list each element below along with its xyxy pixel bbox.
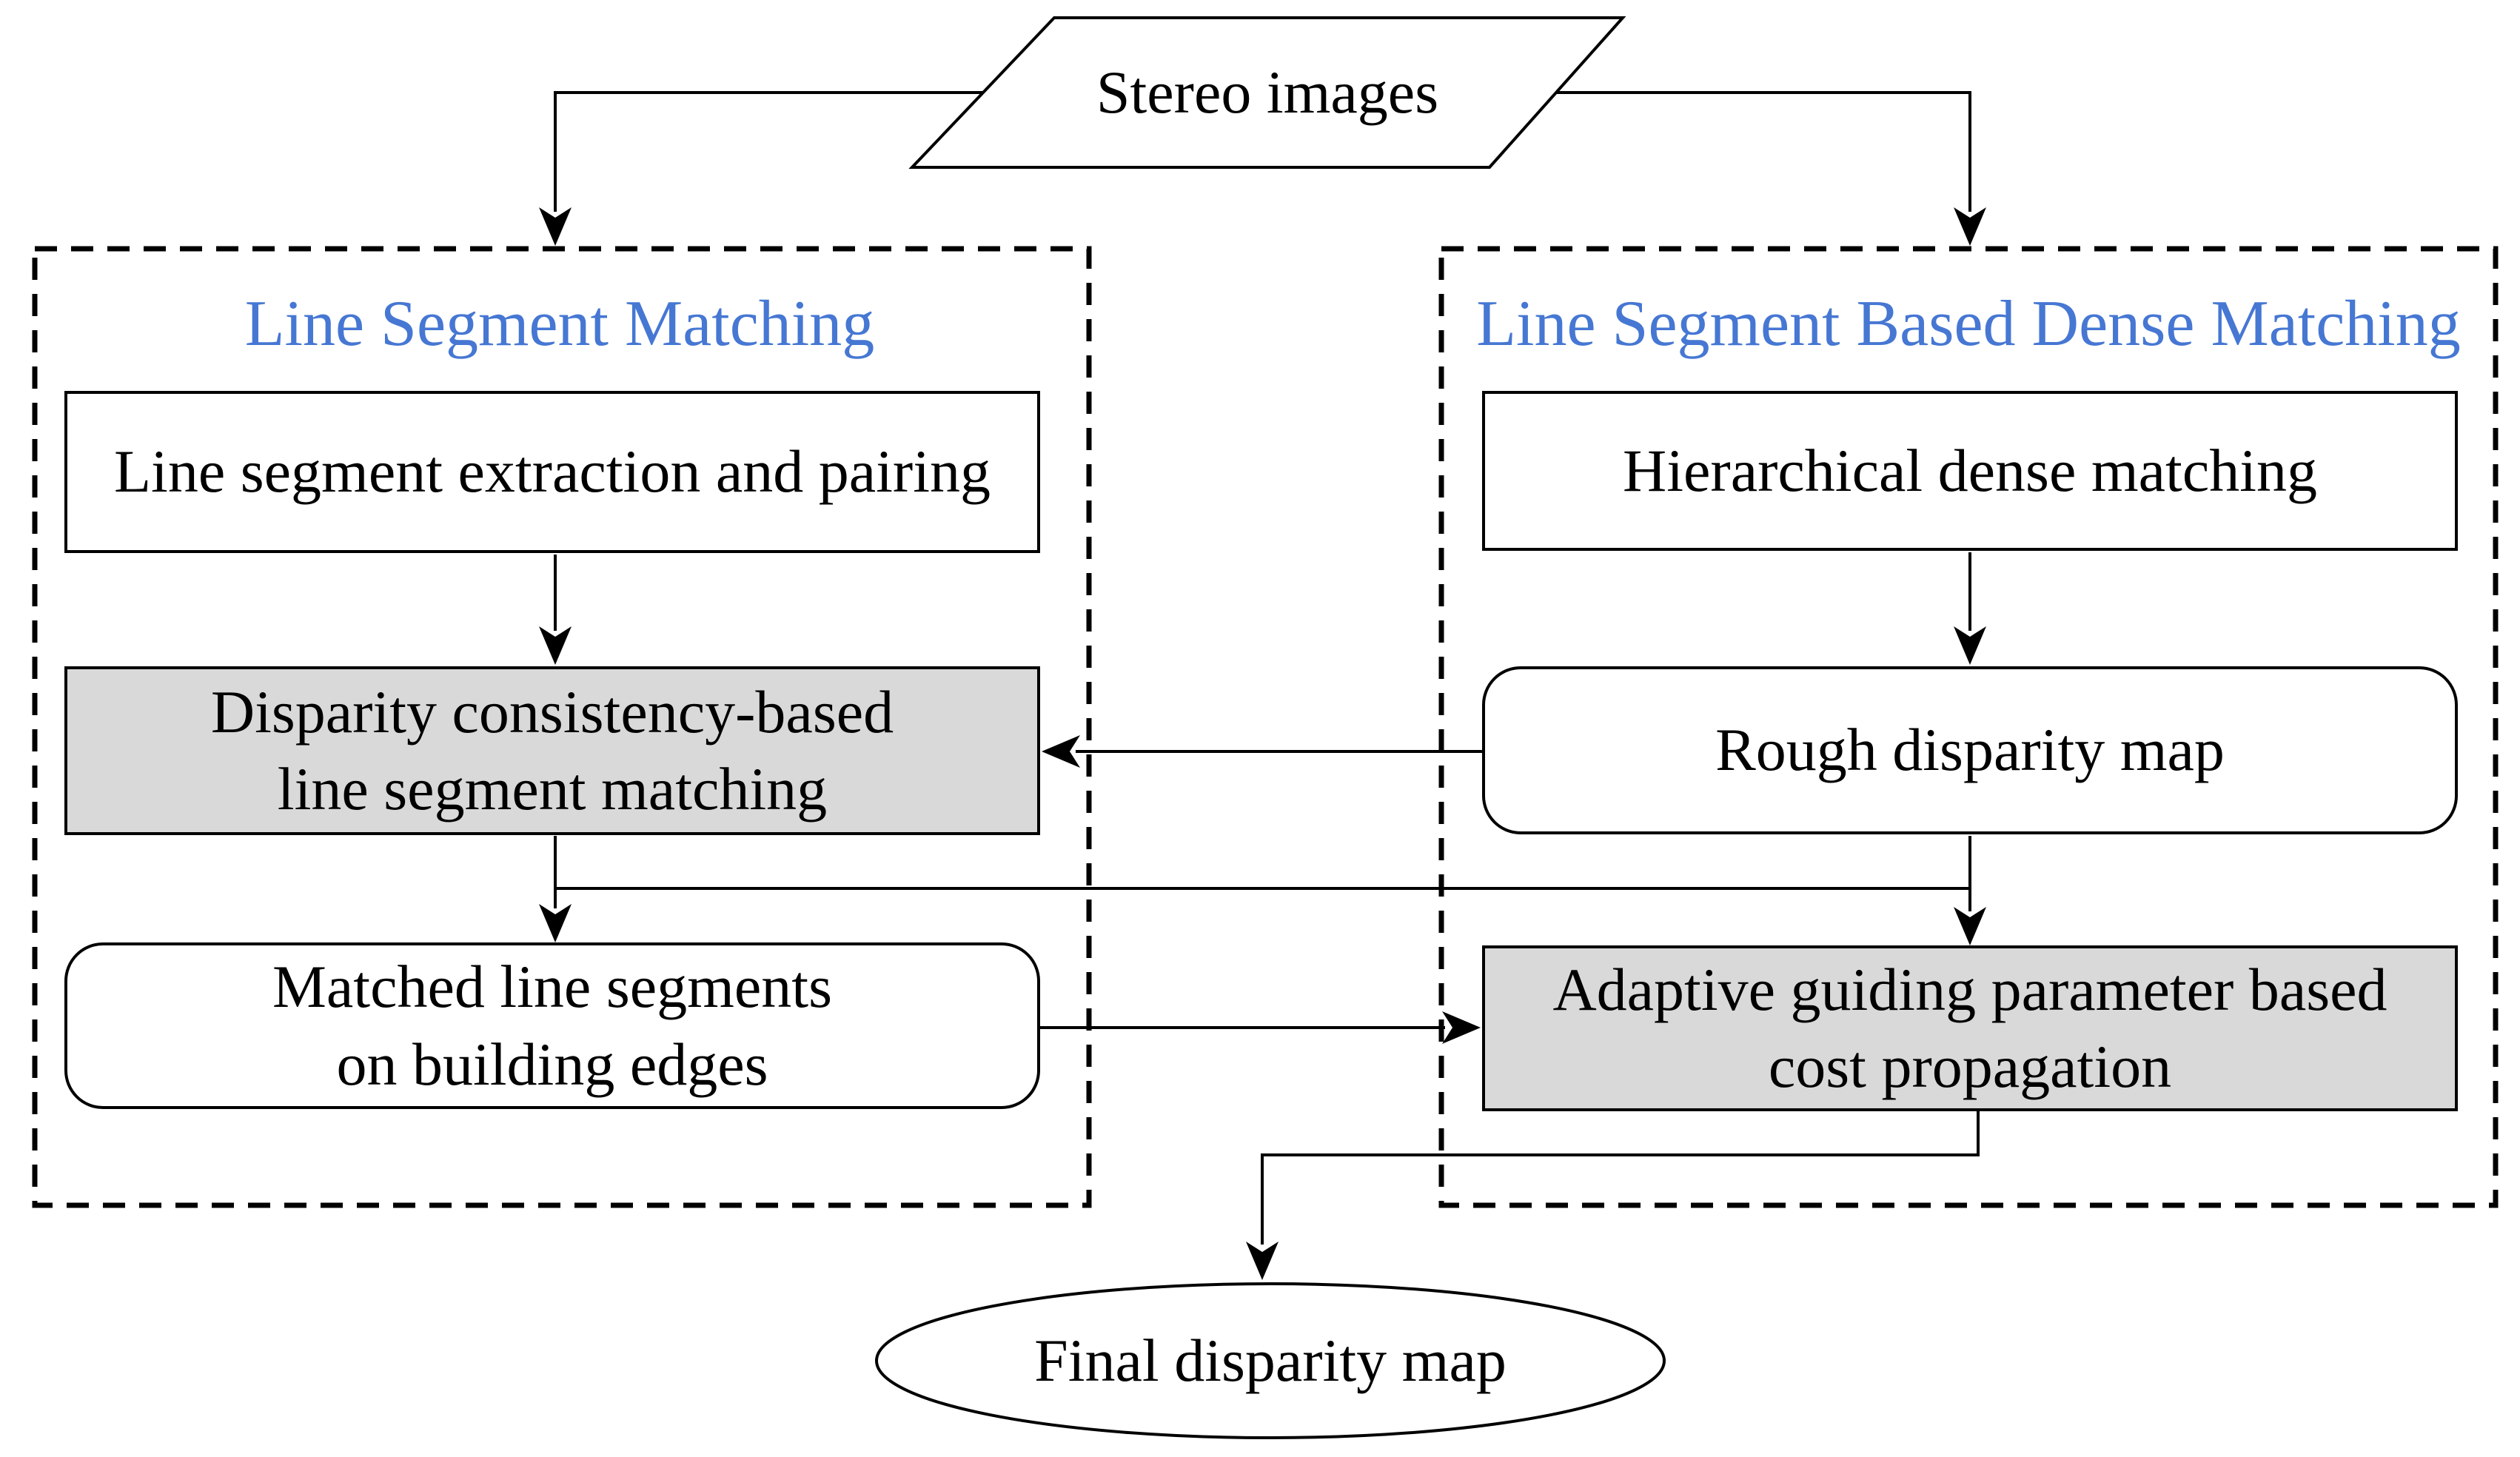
arrow-rough-to-consistency <box>1042 735 1484 768</box>
arrowhead-down <box>539 207 572 246</box>
box-label: Rough disparity map <box>1715 716 2225 784</box>
panel-line-segment-matching-border <box>32 246 1092 1208</box>
panel-title-dense-matching: Line Segment Based Dense Matching <box>1476 288 2461 360</box>
box-disparity-consistency-matching: Disparity consistency-based line segment… <box>64 666 1040 835</box>
arrow-hierarchical-to-rough <box>1954 552 1986 665</box>
final-disparity-map-label: Final disparity map <box>1034 1327 1507 1394</box>
arrow-consistency-to-matched <box>539 836 572 942</box>
arrow-stereo-to-left-panel <box>539 91 983 246</box>
arrow-stereo-to-right-panel <box>1556 91 1986 246</box>
box-label-line1: Disparity consistency-based <box>210 677 894 746</box>
arrowhead-down <box>1954 626 1986 665</box>
arrow-matched-to-propagation <box>1040 1011 1481 1044</box>
final-disparity-map-ellipse <box>875 1282 1666 1439</box>
box-label: Adaptive guiding parameter based cost pr… <box>1552 951 2387 1105</box>
box-label: Matched line segments on building edges <box>272 948 832 1102</box>
box-label-line2: on building edges <box>336 1030 768 1098</box>
arrow-propagation-to-final <box>1246 1111 1980 1280</box>
arrowhead-right <box>1442 1011 1481 1044</box>
stereo-images-label: Stereo images <box>1096 58 1439 126</box>
box-label: Line segment extraction and pairing <box>113 438 991 506</box>
box-adaptive-cost-propagation: Adaptive guiding parameter based cost pr… <box>1482 945 2458 1111</box>
arrowhead-down <box>1954 907 1986 945</box>
panel-dense-matching-border <box>1438 246 2499 1208</box>
box-label-line1: Matched line segments <box>272 953 833 1021</box>
panel-title-line-segment-matching: Line Segment Matching <box>244 288 875 360</box>
box-rough-disparity-map: Rough disparity map <box>1482 666 2458 834</box>
box-label: Disparity consistency-based line segment… <box>211 674 894 828</box>
box-label-line2: cost propagation <box>1768 1033 2172 1100</box>
arrowhead-left <box>1042 735 1080 768</box>
box-label-line2: line segment matching <box>277 755 828 823</box>
box-label: Hierarchical dense matching <box>1623 436 2317 504</box>
box-matched-line-segments: Matched line segments on building edges <box>64 942 1040 1109</box>
box-hierarchical-dense-matching: Hierarchical dense matching <box>1482 391 2458 551</box>
arrowhead-down <box>1954 207 1986 246</box>
arrowhead-down <box>539 904 572 942</box>
box-label-line1: Adaptive guiding parameter based <box>1552 955 2387 1023</box>
stereo-images-parallelogram <box>908 16 1626 169</box>
arrow-rough-to-propagation <box>1954 836 1986 945</box>
arrowhead-down <box>1246 1242 1279 1280</box>
arrow-extraction-to-consistency <box>539 555 572 665</box>
box-line-segment-extraction: Line segment extraction and pairing <box>64 391 1040 553</box>
arrowhead-down <box>539 626 572 665</box>
